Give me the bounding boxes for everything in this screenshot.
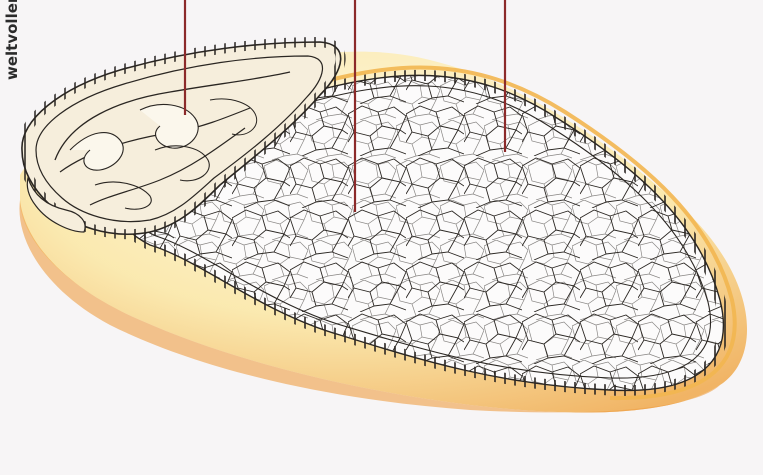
seed-illustration (0, 0, 763, 475)
seed-diagram: weltvoller (0, 0, 763, 475)
